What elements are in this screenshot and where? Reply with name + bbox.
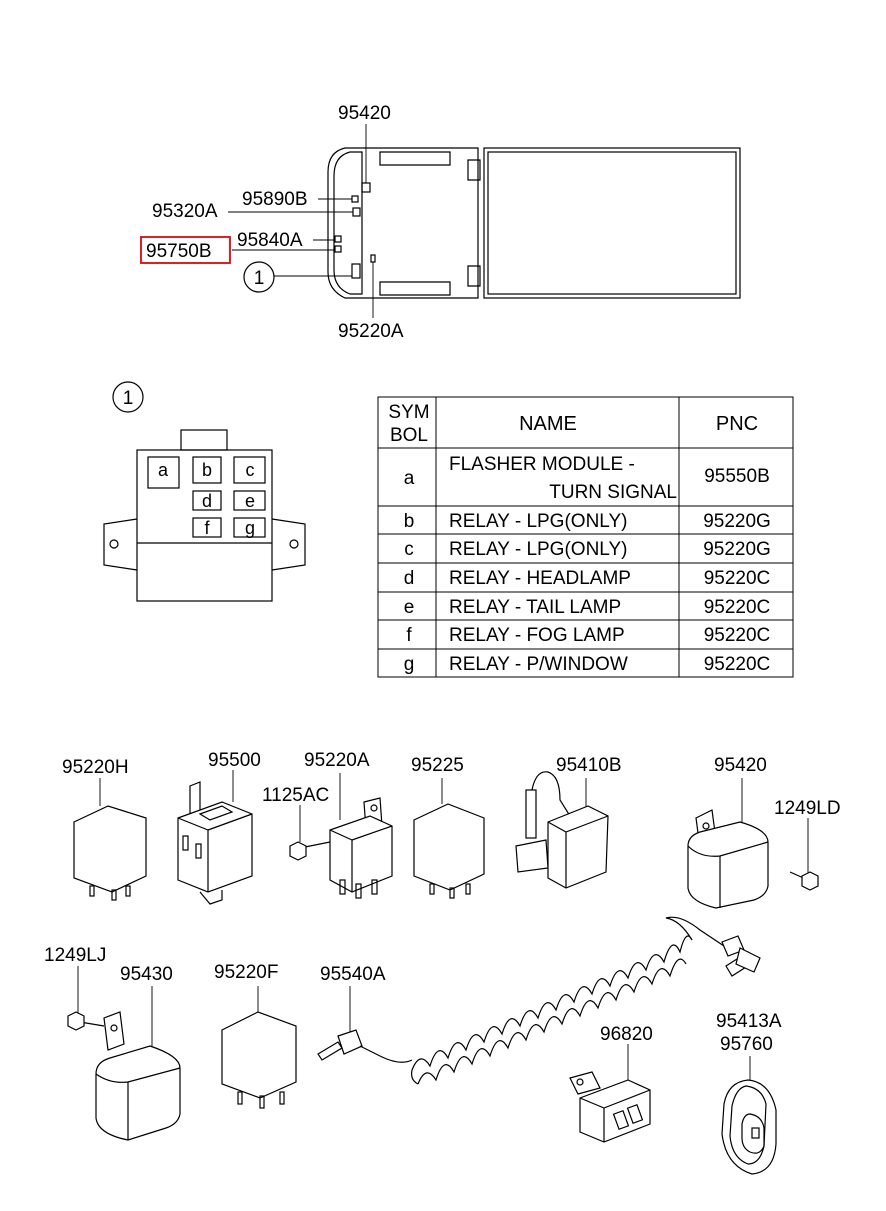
slot-label-d: d — [202, 491, 212, 511]
label-95420-part: 95420 — [714, 755, 767, 776]
table-header-symbol-1: SYM — [388, 402, 429, 423]
unit-95430-drawing — [67, 966, 181, 1141]
table-row-b-symbol: b — [404, 511, 415, 532]
label-1125AC: 1125AC — [262, 785, 329, 806]
coiled-cable-95540A-drawing — [317, 916, 761, 1085]
label-95220H: 95220H — [62, 757, 129, 778]
table-row-e-pnc: 95220C — [704, 597, 771, 618]
table-row-f-name: RELAY - FOG LAMP — [449, 625, 625, 646]
slot-b — [192, 456, 222, 484]
table-header-symbol-2: BOL — [390, 425, 428, 446]
table-header-name: NAME — [519, 413, 577, 435]
table-row-g-name: RELAY - P/WINDOW — [449, 654, 628, 675]
callout-circle-1-top — [243, 261, 275, 293]
table-row-a-symbol: a — [404, 468, 415, 489]
table-row-c-pnc: 95220G — [703, 539, 771, 560]
table-row-f-pnc: 95220C — [704, 625, 771, 646]
slot-e — [233, 490, 266, 511]
slot-label-g: g — [245, 518, 255, 538]
table-row-c-name: RELAY - LPG(ONLY) — [449, 539, 627, 560]
table-row-e-symbol: e — [404, 597, 415, 618]
label-1249LD: 1249LD — [774, 798, 841, 819]
label-95220F: 95220F — [214, 962, 278, 983]
table-row-c-symbol: c — [404, 539, 414, 560]
relay-table — [377, 396, 794, 678]
slot-label-e: e — [245, 491, 255, 511]
label-1249LJ: 1249LJ — [44, 945, 106, 966]
table-row-d-pnc: 95220C — [704, 568, 771, 589]
table-row-e-name: RELAY - TAIL LAMP — [449, 597, 621, 618]
slot-label-b: b — [202, 460, 212, 480]
label-95430: 95430 — [120, 964, 173, 985]
table-row-d-name: RELAY - HEADLAMP — [449, 568, 631, 589]
label-95760: 95760 — [720, 1034, 773, 1055]
relay-box — [103, 429, 306, 602]
label-95750B: 95750B — [146, 241, 212, 262]
callout-1-box: 1 — [123, 388, 134, 409]
label-95890B: 95890B — [242, 189, 308, 210]
label-95420-top: 95420 — [338, 103, 391, 124]
table-row-g-pnc: 95220C — [704, 654, 771, 675]
table-row-f-symbol: f — [406, 625, 412, 646]
slot-d — [192, 490, 222, 511]
table-row-b-name: RELAY - LPG(ONLY) — [449, 511, 627, 532]
label-95225: 95225 — [411, 755, 464, 776]
table-row-a-name-1: FLASHER MODULE - — [449, 454, 635, 475]
slot-label-a: a — [158, 460, 169, 480]
label-95410B: 95410B — [556, 755, 622, 776]
relay-95220F-drawing — [221, 986, 297, 1109]
module-95410B-drawing — [515, 771, 609, 889]
label-95220A-part: 95220A — [304, 750, 370, 771]
slot-f — [192, 517, 222, 538]
label-95840A: 95840A — [237, 230, 303, 251]
table-row-b-pnc: 95220G — [703, 511, 771, 532]
label-95500: 95500 — [208, 750, 261, 771]
highlight-box-95750B — [140, 236, 231, 264]
flasher-95500-drawing — [177, 770, 253, 905]
label-95413A: 95413A — [716, 1011, 782, 1032]
table-row-g-symbol: g — [404, 654, 415, 675]
slot-g — [233, 517, 266, 538]
label-95220A-top: 95220A — [338, 321, 404, 342]
slot-label-c: c — [246, 460, 255, 480]
table-row-a-name-2: TURN SIGNAL — [549, 482, 677, 503]
table-header-pnc: PNC — [716, 413, 758, 435]
table-row-d-symbol: d — [404, 568, 415, 589]
table-row-a-pnc: 95550B — [704, 466, 770, 487]
relay-95220H-drawing — [73, 778, 147, 901]
label-96820: 96820 — [600, 1024, 653, 1045]
relay-95220A-drawing — [289, 773, 393, 899]
unit-95420-drawing — [687, 778, 819, 909]
relay-95225-drawing — [413, 778, 485, 899]
callout-circle-1-box — [112, 381, 144, 413]
label-95320A: 95320A — [152, 201, 218, 222]
label-95540A: 95540A — [320, 964, 386, 985]
slot-label-f: f — [204, 518, 210, 538]
vehicle-top-view — [228, 124, 741, 318]
slot-c — [233, 456, 266, 484]
slot-a — [147, 456, 180, 489]
key-fob-drawing — [721, 1056, 777, 1175]
callout-1-top: 1 — [254, 268, 265, 289]
connector-96820-drawing — [569, 1044, 651, 1143]
